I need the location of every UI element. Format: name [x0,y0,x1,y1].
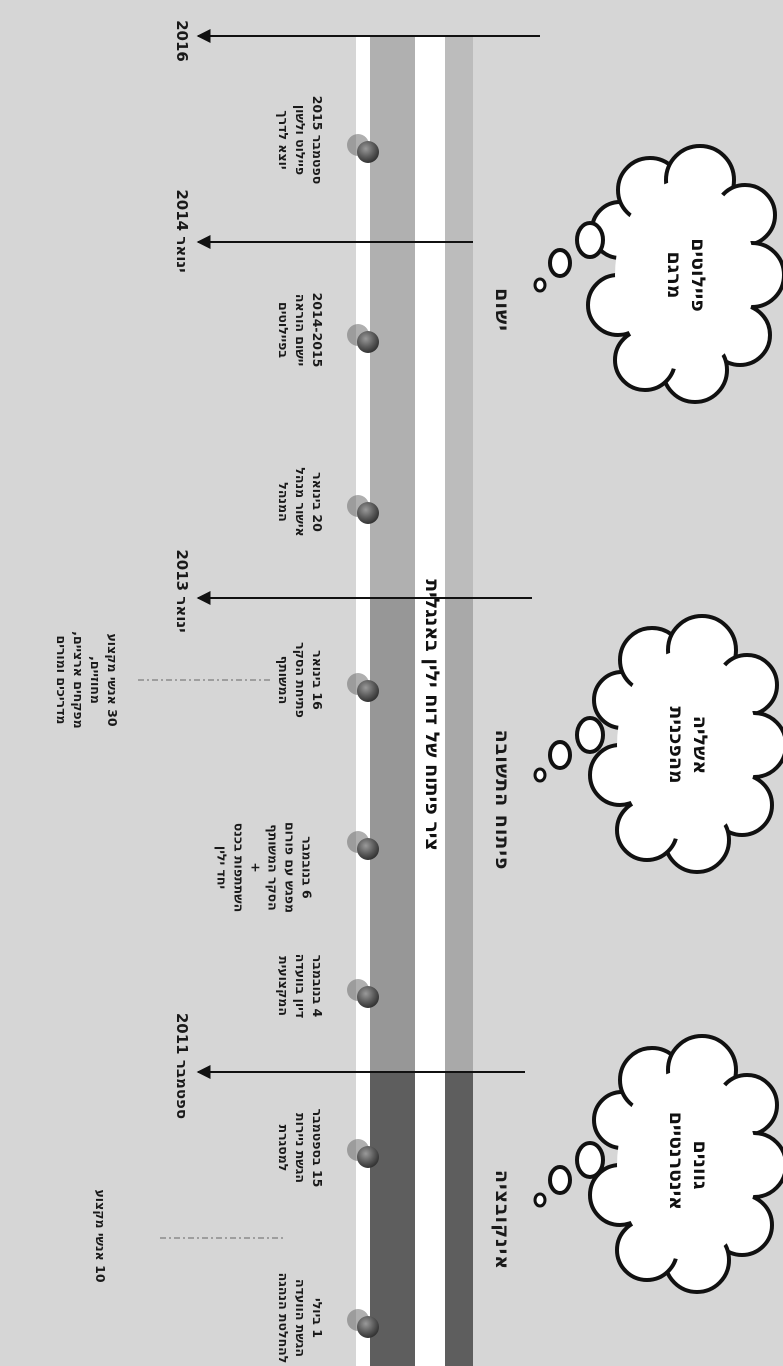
push-pin-icon [347,495,379,524]
thought-cloud-icon [533,614,783,874]
main-title: ציר פיתוח של דוח ילין באנגלית [421,579,443,851]
push-pin-icon [347,979,379,1008]
push-pin-icon [347,831,379,860]
cloud-text: גוונים אינטרנטיים [665,1111,711,1210]
event-label: 4 בנובמבר דיון בוועדה המקצועית [276,953,325,1019]
band-incubation-inner [370,1072,415,1366]
event-label: 16 בינואר פתיחת הסקר המשותף [276,642,325,718]
push-pin-icon [347,1309,379,1338]
event-label: 2014-2015 יישום הוראה בפיילוטים [276,292,325,368]
band-implementation-inner [370,36,415,598]
push-pin-icon [347,324,379,353]
band-incubation-outer [445,1072,473,1366]
note-label: 10 אנשי מקצוע [93,1189,108,1283]
cloud-text: אשליה מהפכנית [665,706,711,784]
era-label: פיתוח התשובה [491,729,513,871]
thought-cloud-icon [533,144,783,404]
event-label: ספטמבר 2015 פיילוט ולשון יוצא לדרך [276,95,325,185]
push-pin-icon [347,1139,379,1168]
thought-cloud-icon [533,1034,783,1294]
event-label: 15 בספטמבר הגשת ניירות למסגרת [276,1108,325,1188]
band-development-outer [445,598,473,1072]
cloud-text: פיילוטים מרגם [663,238,709,312]
year-label: ינואר 2013 [173,549,191,633]
event-label: 6 בנובמבר מפגש עם פורום הסקר המשותף + הש… [214,821,315,914]
event-label: 20 בינואר אישור מנהל המנהל [276,467,325,537]
note-label: 30 אנשי מקצוע מחוזיים, מפקחים ארציים, מד… [54,631,120,729]
year-label: ספטמבר 2011 [173,1012,191,1120]
push-pin-icon [347,134,379,163]
year-label: ינואר 2014 [173,189,191,273]
push-pin-icon [347,673,379,702]
event-label: 1 ביולי הגשת הוועדה להחלטת הנהגה [276,1272,325,1364]
band-implementation-outer [445,36,473,598]
year-label: 2016 [173,20,191,62]
era-label: ישום [491,288,513,332]
main-axis [415,36,445,1366]
white-edge-strip [356,36,370,1366]
era-label: אינקובציה [491,1169,513,1271]
